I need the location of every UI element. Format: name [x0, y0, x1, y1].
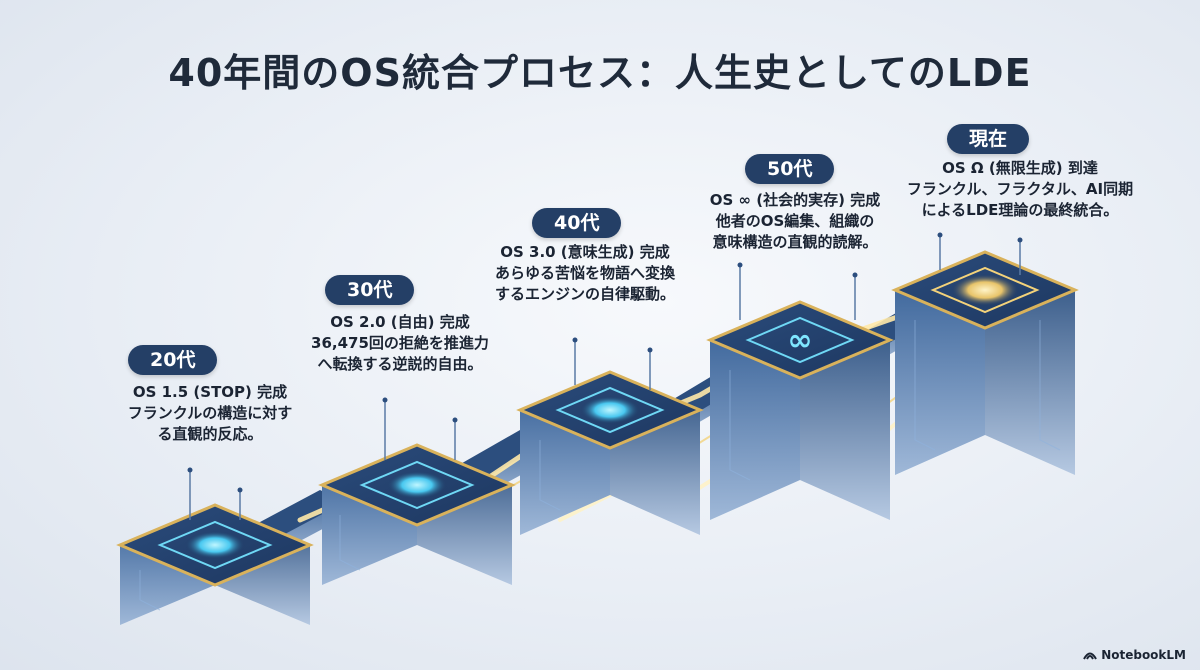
stage-text-present: OS Ω (無限生成) 到達 フランクル、フラクタル、AI同期 によるLDE理論…: [906, 159, 1134, 219]
notebooklm-icon: [1083, 652, 1098, 660]
block-present: [891, 232, 1079, 475]
infinity-symbol: ∞: [788, 323, 813, 358]
block-20s: [116, 467, 314, 625]
block-50s: ∞: [706, 262, 894, 520]
brand-name: NotebookLM: [1101, 648, 1186, 662]
stage-label-50s: 50代: [745, 154, 835, 184]
page-title: 40年間のOS統合プロセス：人生史としてのLDE: [168, 51, 1032, 95]
brand-badge: NotebookLM: [1083, 648, 1186, 662]
stage-label-30s: 30代: [325, 275, 415, 305]
stage-label-20s: 20代: [128, 345, 218, 375]
stage-text-40s: OS 3.0 (意味生成) 完成 あらゆる苦悩を物語へ変換 するエンジンの自律駆…: [494, 243, 675, 303]
stage-label-present: 現在: [947, 124, 1030, 154]
stage-label-40s: 40代: [532, 208, 622, 238]
block-40s: [516, 337, 704, 535]
stage-text-30s: OS 2.0 (自由) 完成 36,475回の拒絶を推進力 へ転換する逆説的自由…: [311, 313, 489, 373]
block-30s: [318, 397, 516, 585]
side-traces: [139, 320, 1061, 611]
stage-text-50s: OS ∞ (社会的実存) 完成 他者のOS編集、組織の 意味構造の直観的読解。: [709, 191, 881, 251]
stage-text-20s: OS 1.5 (STOP) 完成 フランクルの構造に対す る直観的反応。: [127, 383, 293, 443]
